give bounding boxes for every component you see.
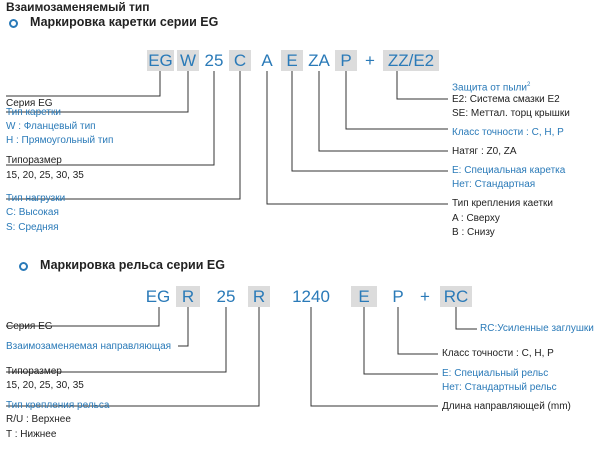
rail-special-e: E: Специальный рельс xyxy=(442,368,549,379)
code-w: W xyxy=(177,50,199,71)
rail-mount-title: Тип крепления рельса xyxy=(6,400,110,411)
carriage-type-w: W : Фланцевый тип xyxy=(6,121,96,132)
rail-special-none: Нет: Стандартный рельс xyxy=(442,382,557,393)
carriage-preload: Натяг : Z0, ZA xyxy=(452,146,517,157)
rail-series: Серия EG xyxy=(6,321,53,332)
bullet-icon xyxy=(9,19,18,28)
code-eg: EG xyxy=(147,50,174,71)
code-e: E xyxy=(281,50,303,71)
rail-code-25: 25 xyxy=(216,286,236,306)
rail-heading: Маркировка рельса серии EG xyxy=(40,258,225,272)
carriage-mount-b: B : Снизу xyxy=(452,227,495,238)
rail-code-p: P xyxy=(392,286,404,306)
carriage-special-none: Нет: Стандартная xyxy=(452,179,536,190)
carriage-load-s: S: Средняя xyxy=(6,222,59,233)
rail-code-rc: RC xyxy=(440,286,472,307)
carriage-type-h: H : Прямоугольный тип xyxy=(6,135,114,146)
carriage-dust-title: Защита от пыли2 xyxy=(452,82,531,94)
rail-code-r: R xyxy=(176,286,200,307)
rail-code-plus: + xyxy=(420,286,430,306)
carriage-dust-e2: E2: Система смазки E2 xyxy=(452,94,560,105)
carriage-size-values: 15, 20, 25, 30, 35 xyxy=(6,170,84,181)
rail-code-r2: R xyxy=(248,286,270,307)
rail-size-title: Типоразмер xyxy=(6,366,62,377)
rail-code-1240: 1240 xyxy=(292,286,330,306)
carriage-size-title: Типоразмер xyxy=(6,155,62,166)
carriage-heading: Маркировка каретки серии EG xyxy=(30,15,219,29)
code-a: A xyxy=(261,50,273,70)
bullet-icon xyxy=(19,262,28,271)
carriage-dust-se: SE: Меттал. торц крышки xyxy=(452,108,570,119)
rail-mount-ru: R/U : Верхнее xyxy=(6,414,71,425)
code-c: C xyxy=(229,50,251,71)
carriage-accuracy: Класс точности : C, H, P xyxy=(452,127,564,138)
rail-mount-t: T : Нижнее xyxy=(6,429,57,440)
code-25: 25 xyxy=(204,50,224,70)
rail-code-eg: EG xyxy=(145,286,171,306)
carriage-special-e: E: Специальная каретка xyxy=(452,165,566,176)
code-zz-e2: ZZ/E2 xyxy=(383,50,439,71)
code-za: ZA xyxy=(308,50,330,70)
page-title: Взаимозаменяемый тип xyxy=(6,0,150,14)
code-plus: + xyxy=(365,50,375,70)
carriage-type-title: Тип каретки xyxy=(6,107,61,118)
rail-caps: RC:Усиленные заглушки xyxy=(480,323,594,334)
carriage-mount-a: A : Сверху xyxy=(452,213,500,224)
code-p: P xyxy=(335,50,357,71)
carriage-mount-title: Тип крепления каетки xyxy=(452,198,553,209)
rail-length: Длина направляющей (mm) xyxy=(442,401,571,412)
carriage-series: Серия EG xyxy=(6,98,53,109)
rail-accuracy: Класс точности : C, H, P xyxy=(442,348,554,359)
rail-size-values: 15, 20, 25, 30, 35 xyxy=(6,380,84,391)
carriage-load-title: Тип нагрузки xyxy=(6,193,66,204)
rail-code-e: E xyxy=(351,286,377,307)
rail-interchangeable: Взаимозаменяемая направляющая xyxy=(6,341,172,352)
carriage-load-c: C: Высокая xyxy=(6,207,59,218)
